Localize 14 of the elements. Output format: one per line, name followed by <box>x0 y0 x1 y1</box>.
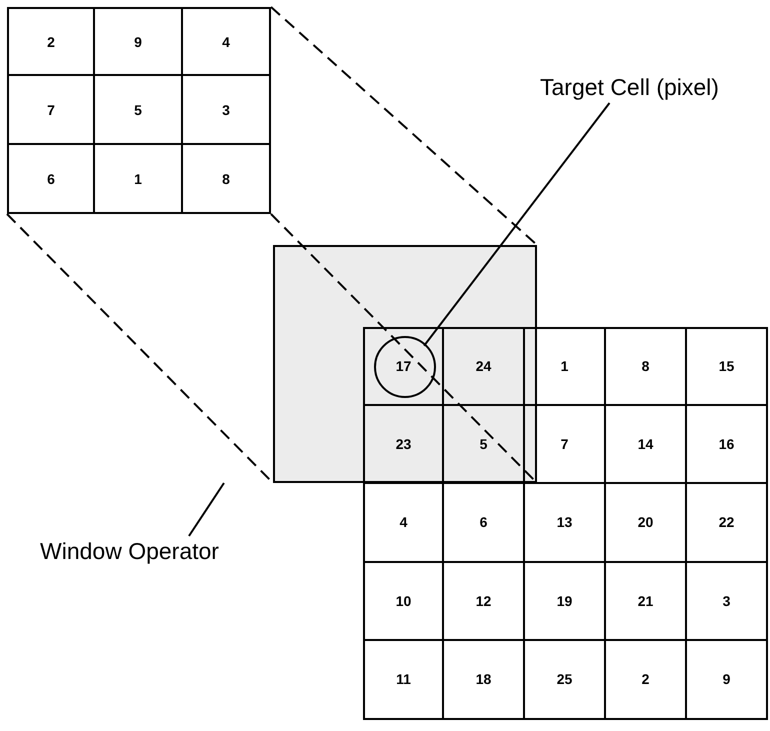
callout-label: Window Operator <box>40 538 219 565</box>
grid-cell: 4 <box>181 7 271 76</box>
grid-cell: 11 <box>363 639 444 720</box>
grid-cell: 8 <box>181 143 271 214</box>
callout-label: Target Cell (pixel) <box>540 74 719 101</box>
grid-cell: 2 <box>7 7 95 76</box>
grid-cell: 17 <box>363 327 444 406</box>
grid-cell: 15 <box>685 327 768 406</box>
leader-line <box>188 482 225 537</box>
target-circle <box>374 336 436 398</box>
grid-cell: 6 <box>7 143 95 214</box>
grid-cell: 9 <box>685 639 768 720</box>
leader-line <box>423 102 610 346</box>
window-operator-box <box>273 245 537 483</box>
